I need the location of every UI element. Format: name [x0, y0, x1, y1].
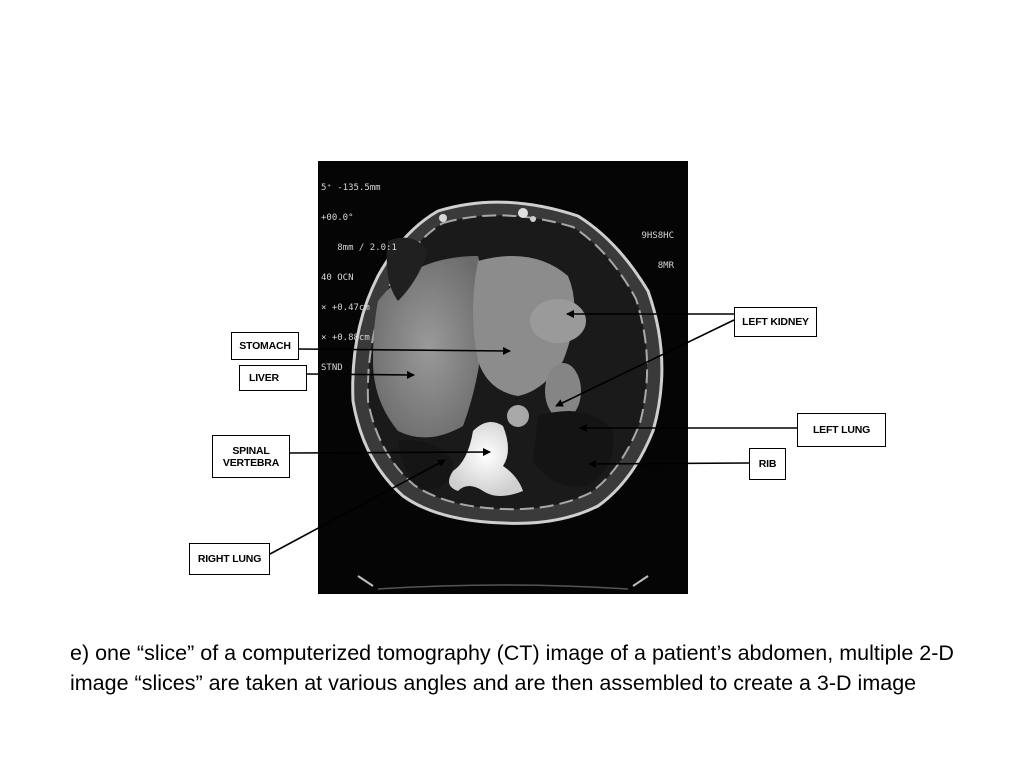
scan-table	[377, 584, 629, 590]
label-right-lung: RIGHT LUNG	[189, 543, 270, 575]
label-left-kidney-text: LEFT KIDNEY	[742, 316, 809, 328]
liver	[373, 256, 485, 438]
scan-overlay-line: 9HS8HC	[641, 231, 674, 241]
stomach	[473, 256, 575, 396]
aorta	[507, 405, 529, 427]
label-rib: RIB	[749, 448, 786, 480]
label-left-lung: LEFT LUNG	[797, 413, 886, 447]
scan-overlay-line: 5⁺ -135.5mm	[321, 183, 381, 193]
label-right-lung-text: RIGHT LUNG	[197, 553, 262, 565]
scan-overlay-line: STND	[321, 363, 343, 373]
label-spinal-vertebra: SPINAL VERTEBRA	[212, 435, 290, 478]
scan-overlay-line: × +0.88cm	[321, 333, 370, 343]
table-mark	[632, 575, 649, 587]
label-spinal-vertebra-text: SPINAL VERTEBRA	[222, 444, 280, 469]
spleen	[545, 363, 581, 419]
figure-caption: e) one “slice” of a computerized tomogra…	[70, 641, 954, 695]
label-left-lung-text: LEFT LUNG	[812, 424, 871, 436]
bowel-gas	[386, 237, 428, 301]
scan-overlay-right: 9HS8HC 8MR	[641, 211, 674, 291]
ct-scan-image: 5⁺ -135.5mm +00.0° 8mm / 2.0:1 40 OCN × …	[318, 161, 688, 594]
scan-overlay-line: 8mm / 2.0:1	[321, 243, 397, 253]
left-kidney	[530, 299, 586, 343]
label-liver: LIVER	[239, 365, 307, 391]
scan-overlay-left: 5⁺ -135.5mm +00.0° 8mm / 2.0:1 40 OCN × …	[321, 163, 397, 393]
table-mark	[357, 575, 374, 587]
spinal-vertebra	[449, 422, 523, 496]
scan-overlay-line: 40 OCN	[321, 273, 354, 283]
label-liver-text: LIVER	[249, 372, 279, 384]
label-stomach-text: STOMACH	[239, 340, 291, 352]
scan-overlay-line: +00.0°	[321, 213, 354, 223]
label-left-kidney: LEFT KIDNEY	[734, 307, 817, 337]
scan-overlay-line: × +0.47cm	[321, 303, 370, 313]
label-rib-text: RIB	[758, 458, 777, 470]
label-stomach: STOMACH	[231, 332, 299, 360]
scan-overlay-line: 8MR	[657, 261, 674, 271]
